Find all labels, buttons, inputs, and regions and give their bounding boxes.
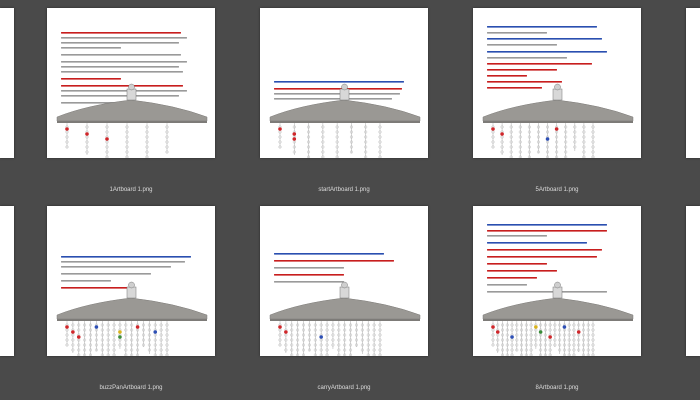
thumbnail-1-preview xyxy=(56,32,208,158)
thumbnail-4[interactable] xyxy=(47,206,215,356)
thumbnail-6[interactable] xyxy=(473,206,641,356)
thumbnail-partial-right-bottom[interactable] xyxy=(686,206,700,356)
thumbnail-3-caption: 5Artboard 1.png xyxy=(535,187,579,193)
thumbnail-2-preview xyxy=(269,81,421,158)
thumbnail-1[interactable] xyxy=(47,8,215,158)
thumbnail-1-caption: 1Artboard 1.png xyxy=(109,187,153,193)
thumbnail-5-preview xyxy=(269,253,421,356)
thumbnail-5-caption: carryArtboard 1.png xyxy=(317,385,371,391)
thumbnail-partial-left-top[interactable] xyxy=(0,8,14,158)
thumbnail-4-caption: buzzPanArtboard 1.png xyxy=(99,385,163,391)
thumbnail-partial-right-top[interactable] xyxy=(686,8,700,158)
thumbnail-3[interactable] xyxy=(473,8,641,158)
thumbnail-3-preview xyxy=(482,26,634,158)
thumbnail-5[interactable] xyxy=(260,206,428,356)
thumbnail-partial-left-bottom[interactable] xyxy=(0,206,14,356)
thumbnail-6-preview xyxy=(482,224,634,356)
thumbnail-2-caption: startArtboard 1.png xyxy=(318,187,370,193)
thumbnail-6-caption: 8Artboard 1.png xyxy=(535,385,579,391)
thumbnail-4-preview xyxy=(56,256,208,356)
thumbnail-2[interactable] xyxy=(260,8,428,158)
